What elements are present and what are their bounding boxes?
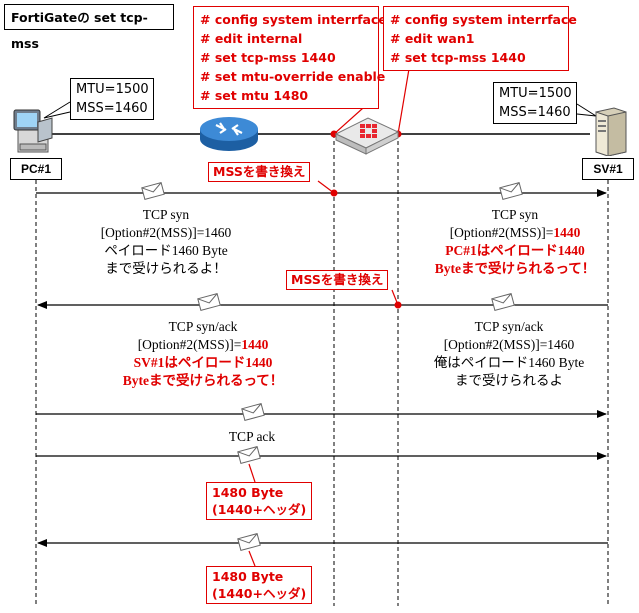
msg-title: TCP syn [142, 207, 190, 222]
payload-size: 1480 Byte [212, 485, 284, 500]
msg-line: Byteまで受けられるって！ [122, 373, 284, 388]
envelope-icon [241, 403, 265, 421]
msg-option: [Option#2(MSS)]=1460 [443, 337, 575, 352]
payload-detail: (1440+ヘッダ) [212, 586, 307, 601]
config-line: # set tcp-mss 1440 [200, 50, 336, 65]
msg-line: まで受けられるよ！ [105, 261, 227, 276]
config-wan-box: # config system interrface # edit wan1 #… [383, 6, 577, 71]
envelope-icon [491, 293, 515, 311]
router-icon [200, 117, 258, 151]
mss-rewrite-label: MSSを書き換え [286, 270, 389, 290]
sv-mtu-box: MTU=1500 MSS=1460 [493, 82, 577, 124]
payload-detail: (1440+ヘッダ) [212, 502, 307, 517]
diagram-title: FortiGateの set tcp-mss [4, 4, 174, 51]
msg-option: [Option#2(MSS)]=1440 [98, 336, 308, 354]
pc-icon [13, 109, 53, 153]
config-line: # config system interrface [200, 12, 387, 27]
config-line: # edit wan1 [390, 31, 475, 46]
config-line: # config system interrface [390, 12, 577, 27]
msg-option-value: 1440 [553, 225, 581, 240]
msg-option: [Option#2(MSS)]=1440 [410, 224, 620, 242]
pc-mtu-box: MTU=1500 MSS=1460 [70, 78, 154, 120]
sv-mss: MSS=1460 [499, 105, 571, 120]
sv-mtu: MTU=1500 [499, 86, 572, 101]
pc-mss: MSS=1460 [76, 101, 148, 116]
msg-line: SV#1はペイロード1440 [133, 355, 273, 370]
msg-title: TCP syn/ack [474, 319, 544, 334]
msg-line: 俺はペイロード1460 Byte [433, 355, 585, 370]
msg-option-value: 1440 [241, 337, 269, 352]
msg-option-prefix: [Option#2(MSS)]= [449, 225, 554, 240]
envelope-icon [197, 293, 221, 311]
payload-size: 1480 Byte [212, 569, 284, 584]
synack-right-text: TCP syn/ack [Option#2(MSS)]=1460 俺はペイロード… [404, 318, 614, 390]
envelope-icon [237, 446, 261, 464]
synack-left-text: TCP syn/ack [Option#2(MSS)]=1440 SV#1はペイ… [98, 318, 308, 390]
msg-title: TCP syn [491, 207, 539, 222]
msg-option-prefix: [Option#2(MSS)]= [137, 337, 242, 352]
envelope-icon [499, 182, 523, 200]
config-line: # set mtu-override enable [200, 69, 386, 84]
pc-callout-pointer [43, 101, 71, 119]
msg-option: [Option#2(MSS)]=1460 [100, 225, 232, 240]
msg-title: TCP syn/ack [168, 319, 238, 334]
config-line: # edit internal [200, 31, 303, 46]
mss-rewrite-label: MSSを書き換え [208, 162, 311, 182]
payload-size-box: 1480 Byte (1440+ヘッダ) [206, 566, 313, 604]
config-internal-box: # config system interrface # edit intern… [193, 6, 387, 109]
config-line: # set mtu 1480 [200, 88, 309, 103]
msg-line: ペイロード1460 Byte [104, 243, 228, 258]
syn-left-text: TCP syn [Option#2(MSS)]=1460 ペイロード1460 B… [62, 206, 270, 278]
envelope-icon [141, 182, 165, 200]
msg-line: まで受けられるよ [455, 373, 563, 388]
syn-right-text: TCP syn [Option#2(MSS)]=1440 PC#1はペイロード1… [410, 206, 620, 278]
pc-label: PC#1 [10, 158, 62, 180]
ack-text: TCP ack [228, 429, 276, 444]
sv-label: SV#1 [582, 158, 634, 180]
config-line: # set tcp-mss 1440 [390, 50, 526, 65]
server-icon [595, 107, 627, 156]
msg-line: Byteまで受けられるって！ [434, 261, 596, 276]
payload-size-box: 1480 Byte (1440+ヘッダ) [206, 482, 313, 520]
firewall-icon [334, 117, 400, 155]
pc-mtu: MTU=1500 [76, 82, 149, 97]
msg-line: PC#1はペイロード1440 [445, 243, 585, 258]
envelope-icon [237, 533, 261, 551]
